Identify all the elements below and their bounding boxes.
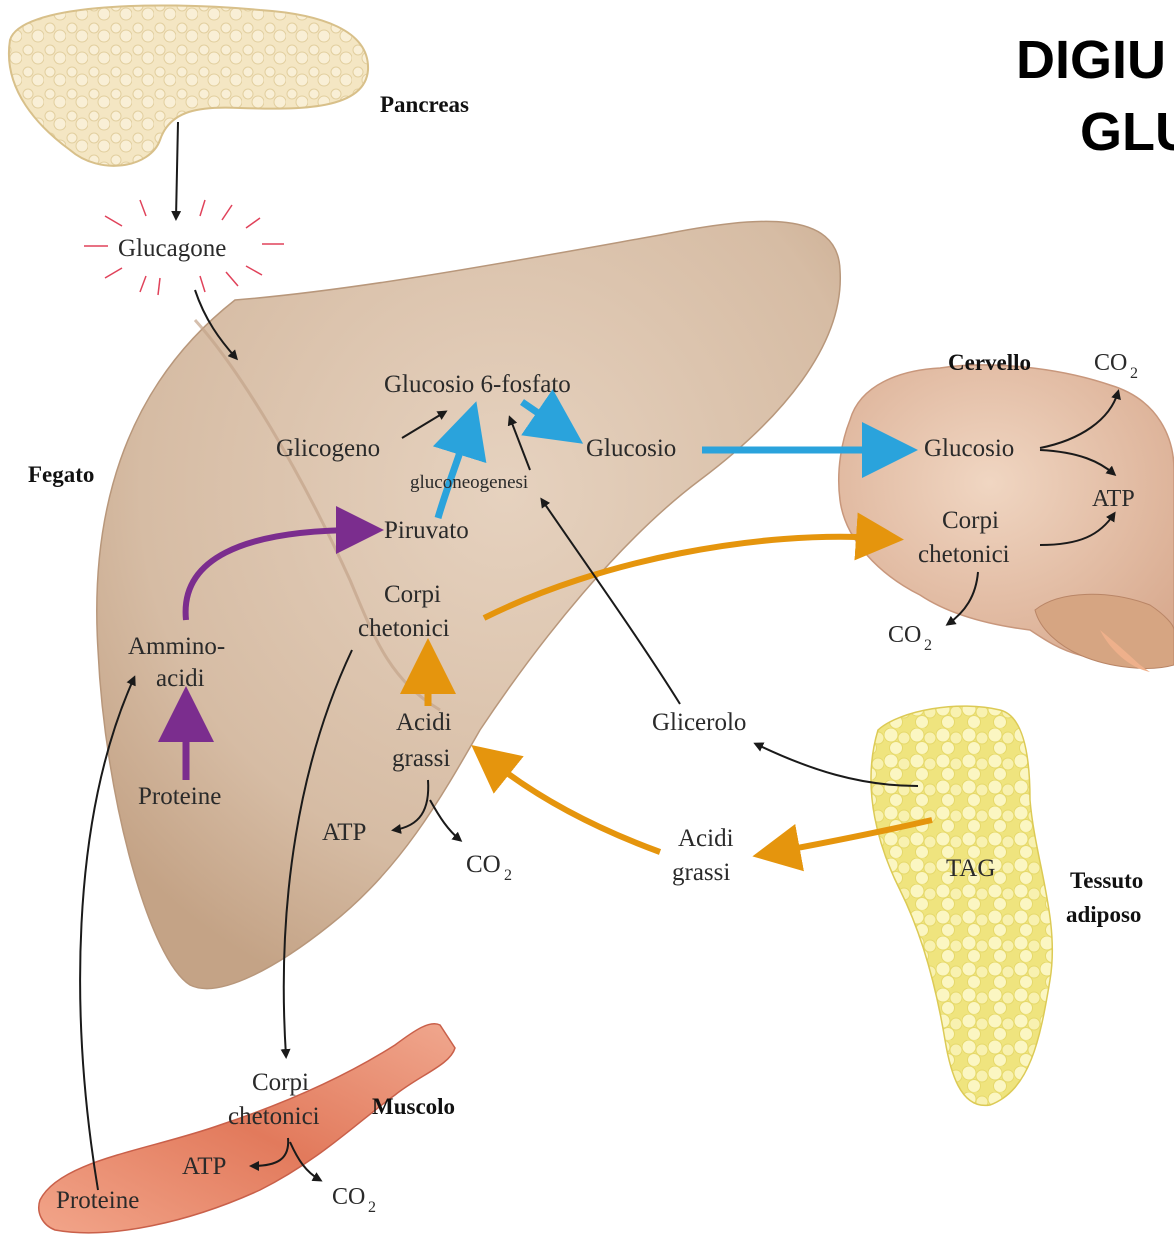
svg-text:CO: CO xyxy=(1094,350,1127,376)
label-atp-cervello: ATP xyxy=(1092,486,1135,512)
adipose-label-line-2: adiposo xyxy=(1066,902,1141,927)
pancreas-label: Pancreas xyxy=(380,92,469,117)
label-co2-fegato: CO 2 xyxy=(466,851,512,884)
label-chetonici-muscolo: chetonici xyxy=(228,1103,320,1130)
svg-text:CO: CO xyxy=(466,851,501,878)
arrow-pancreas-glucagone xyxy=(176,122,178,218)
label-proteine-fegato: Proteine xyxy=(138,783,221,810)
label-co2-cervello-bottom: CO 2 xyxy=(888,622,932,654)
label-acidi-ammino: acidi xyxy=(156,665,205,692)
label-atp-muscolo: ATP xyxy=(182,1153,226,1180)
label-chetonici-fegato: chetonici xyxy=(358,615,450,642)
svg-text:2: 2 xyxy=(368,1199,376,1216)
label-grassi-fegato: grassi xyxy=(392,745,450,772)
label-glucosio-fegato: Glucosio xyxy=(586,435,676,462)
brain-label: Cervello xyxy=(948,350,1031,375)
label-co2-cervello-top: CO 2 xyxy=(1094,350,1138,382)
svg-text:2: 2 xyxy=(1130,365,1138,382)
svg-text:CO: CO xyxy=(332,1184,365,1210)
label-corpi-muscolo: Corpi xyxy=(252,1069,309,1096)
arrow-acidi-adipose-fegato xyxy=(490,760,660,852)
arrow-acidi-co2 xyxy=(430,800,460,840)
label-glicerolo: Glicerolo xyxy=(652,709,746,736)
pancreas-illustration xyxy=(9,5,368,165)
label-corpi-fegato: Corpi xyxy=(384,581,441,608)
label-corpi-cervello: Corpi xyxy=(942,507,999,534)
label-chetonici-cervello: chetonici xyxy=(918,541,1010,568)
label-piruvato: Piruvato xyxy=(384,517,469,544)
label-glicogeno: Glicogeno xyxy=(276,435,380,462)
adipose-label-line-1: Tessuto xyxy=(1070,868,1143,893)
label-acidi-fegato: Acidi xyxy=(396,709,452,736)
liver-label: Fegato xyxy=(28,462,94,487)
adipose-illustration xyxy=(871,706,1052,1105)
label-glucagone: Glucagone xyxy=(118,235,226,262)
label-tag: TAG xyxy=(946,855,995,882)
title-line-2: GLU xyxy=(1080,102,1174,162)
label-glucosio-6-fosfato: Glucosio 6-fosfato xyxy=(384,371,571,398)
label-grassi-adiposo: grassi xyxy=(672,859,730,886)
label-proteine-muscolo: Proteine xyxy=(56,1187,139,1214)
title-line-1: DIGIU xyxy=(1016,30,1166,90)
svg-text:CO: CO xyxy=(888,622,921,648)
label-ammino: Ammino- xyxy=(128,633,225,660)
muscle-label: Muscolo xyxy=(372,1094,455,1119)
svg-text:2: 2 xyxy=(924,637,932,654)
label-co2-muscolo: CO 2 xyxy=(332,1184,376,1216)
label-glucosio-cervello: Glucosio xyxy=(924,435,1014,462)
label-atp-fegato: ATP xyxy=(322,819,366,846)
svg-text:2: 2 xyxy=(504,867,512,884)
label-acidi-adiposo: Acidi xyxy=(678,825,734,852)
label-gluconeogenesi: gluconeogenesi xyxy=(410,472,528,493)
